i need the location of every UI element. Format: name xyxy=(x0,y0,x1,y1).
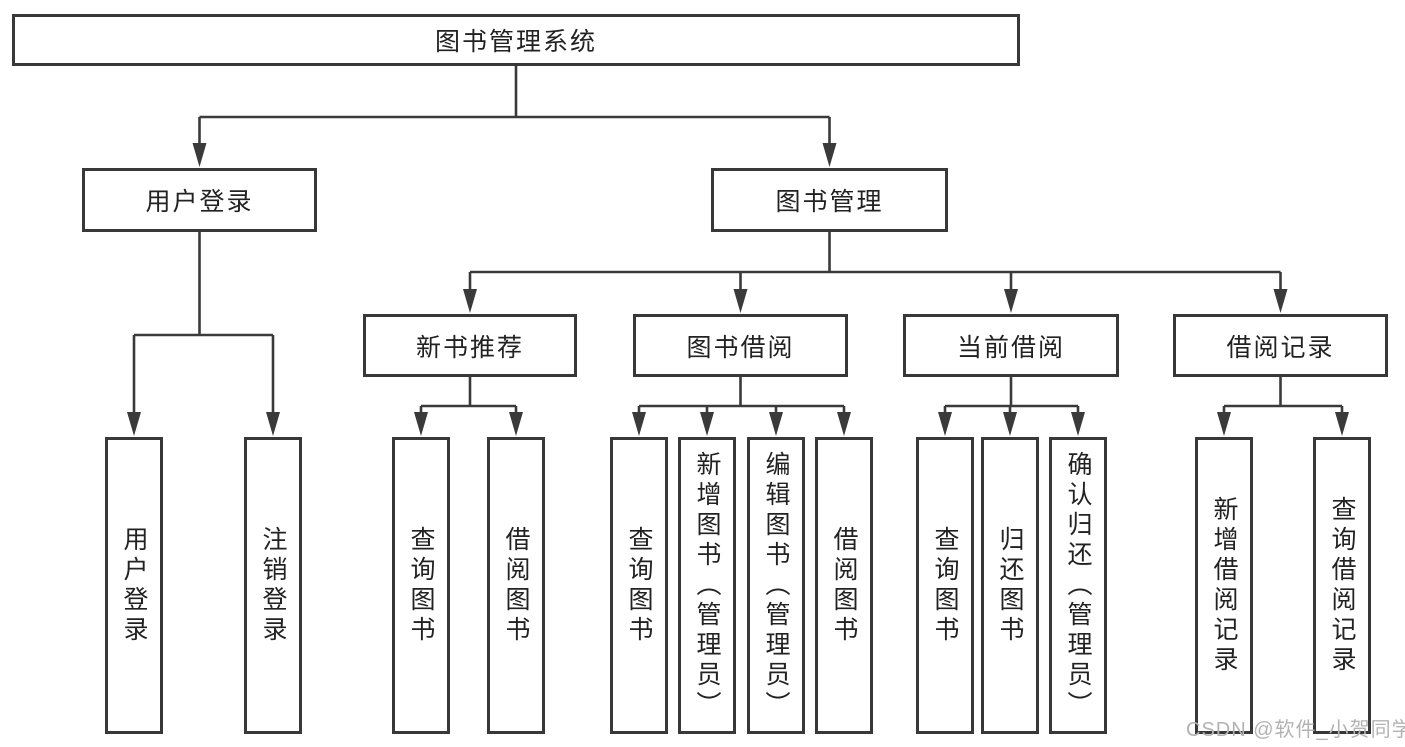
leaf-user-login: 用户登录 xyxy=(105,437,163,734)
connector-user-login-children xyxy=(127,232,280,436)
leaf-add-borrow-record: 新增借阅记录 xyxy=(1195,437,1253,734)
connector-book-management-children xyxy=(463,232,1288,313)
leaf-return-books: 归还图书 xyxy=(981,437,1039,734)
connector-root-to-level2 xyxy=(192,66,837,167)
node-new-book-recommend: 新书推荐 xyxy=(363,314,577,377)
leaf-query-borrow-record: 查询借阅记录 xyxy=(1313,437,1371,734)
node-borrowing-records: 借阅记录 xyxy=(1173,314,1388,377)
leaf-edit-book-admin: 编辑图书（管理员） xyxy=(747,437,805,734)
node-current-borrowing: 当前借阅 xyxy=(903,314,1119,377)
connector-current-borrowing-children xyxy=(938,377,1085,436)
node-root: 图书管理系统 xyxy=(12,14,1020,66)
leaf-query-books-3: 查询图书 xyxy=(916,437,974,734)
connector-book-borrowing-children xyxy=(632,377,851,436)
csdn-watermark: CSDN @软件_小贺同学 xyxy=(1186,719,1405,741)
leaf-add-book-admin: 新增图书（管理员） xyxy=(678,437,736,734)
node-book-borrowing: 图书借阅 xyxy=(633,314,848,377)
leaf-borrow-books-1: 借阅图书 xyxy=(487,437,545,734)
leaf-query-books-2: 查询图书 xyxy=(610,437,668,734)
node-user-login: 用户登录 xyxy=(82,168,317,232)
leaf-query-books-1: 查询图书 xyxy=(392,437,450,734)
connector-borrow-records-children xyxy=(1217,377,1349,436)
node-book-management: 图书管理 xyxy=(711,168,948,232)
leaf-logout: 注销登录 xyxy=(244,437,302,734)
connector-new-book-children xyxy=(414,377,523,436)
leaf-confirm-return-admin: 确认归还（管理员） xyxy=(1049,437,1107,734)
leaf-borrow-books-2: 借阅图书 xyxy=(815,437,873,734)
